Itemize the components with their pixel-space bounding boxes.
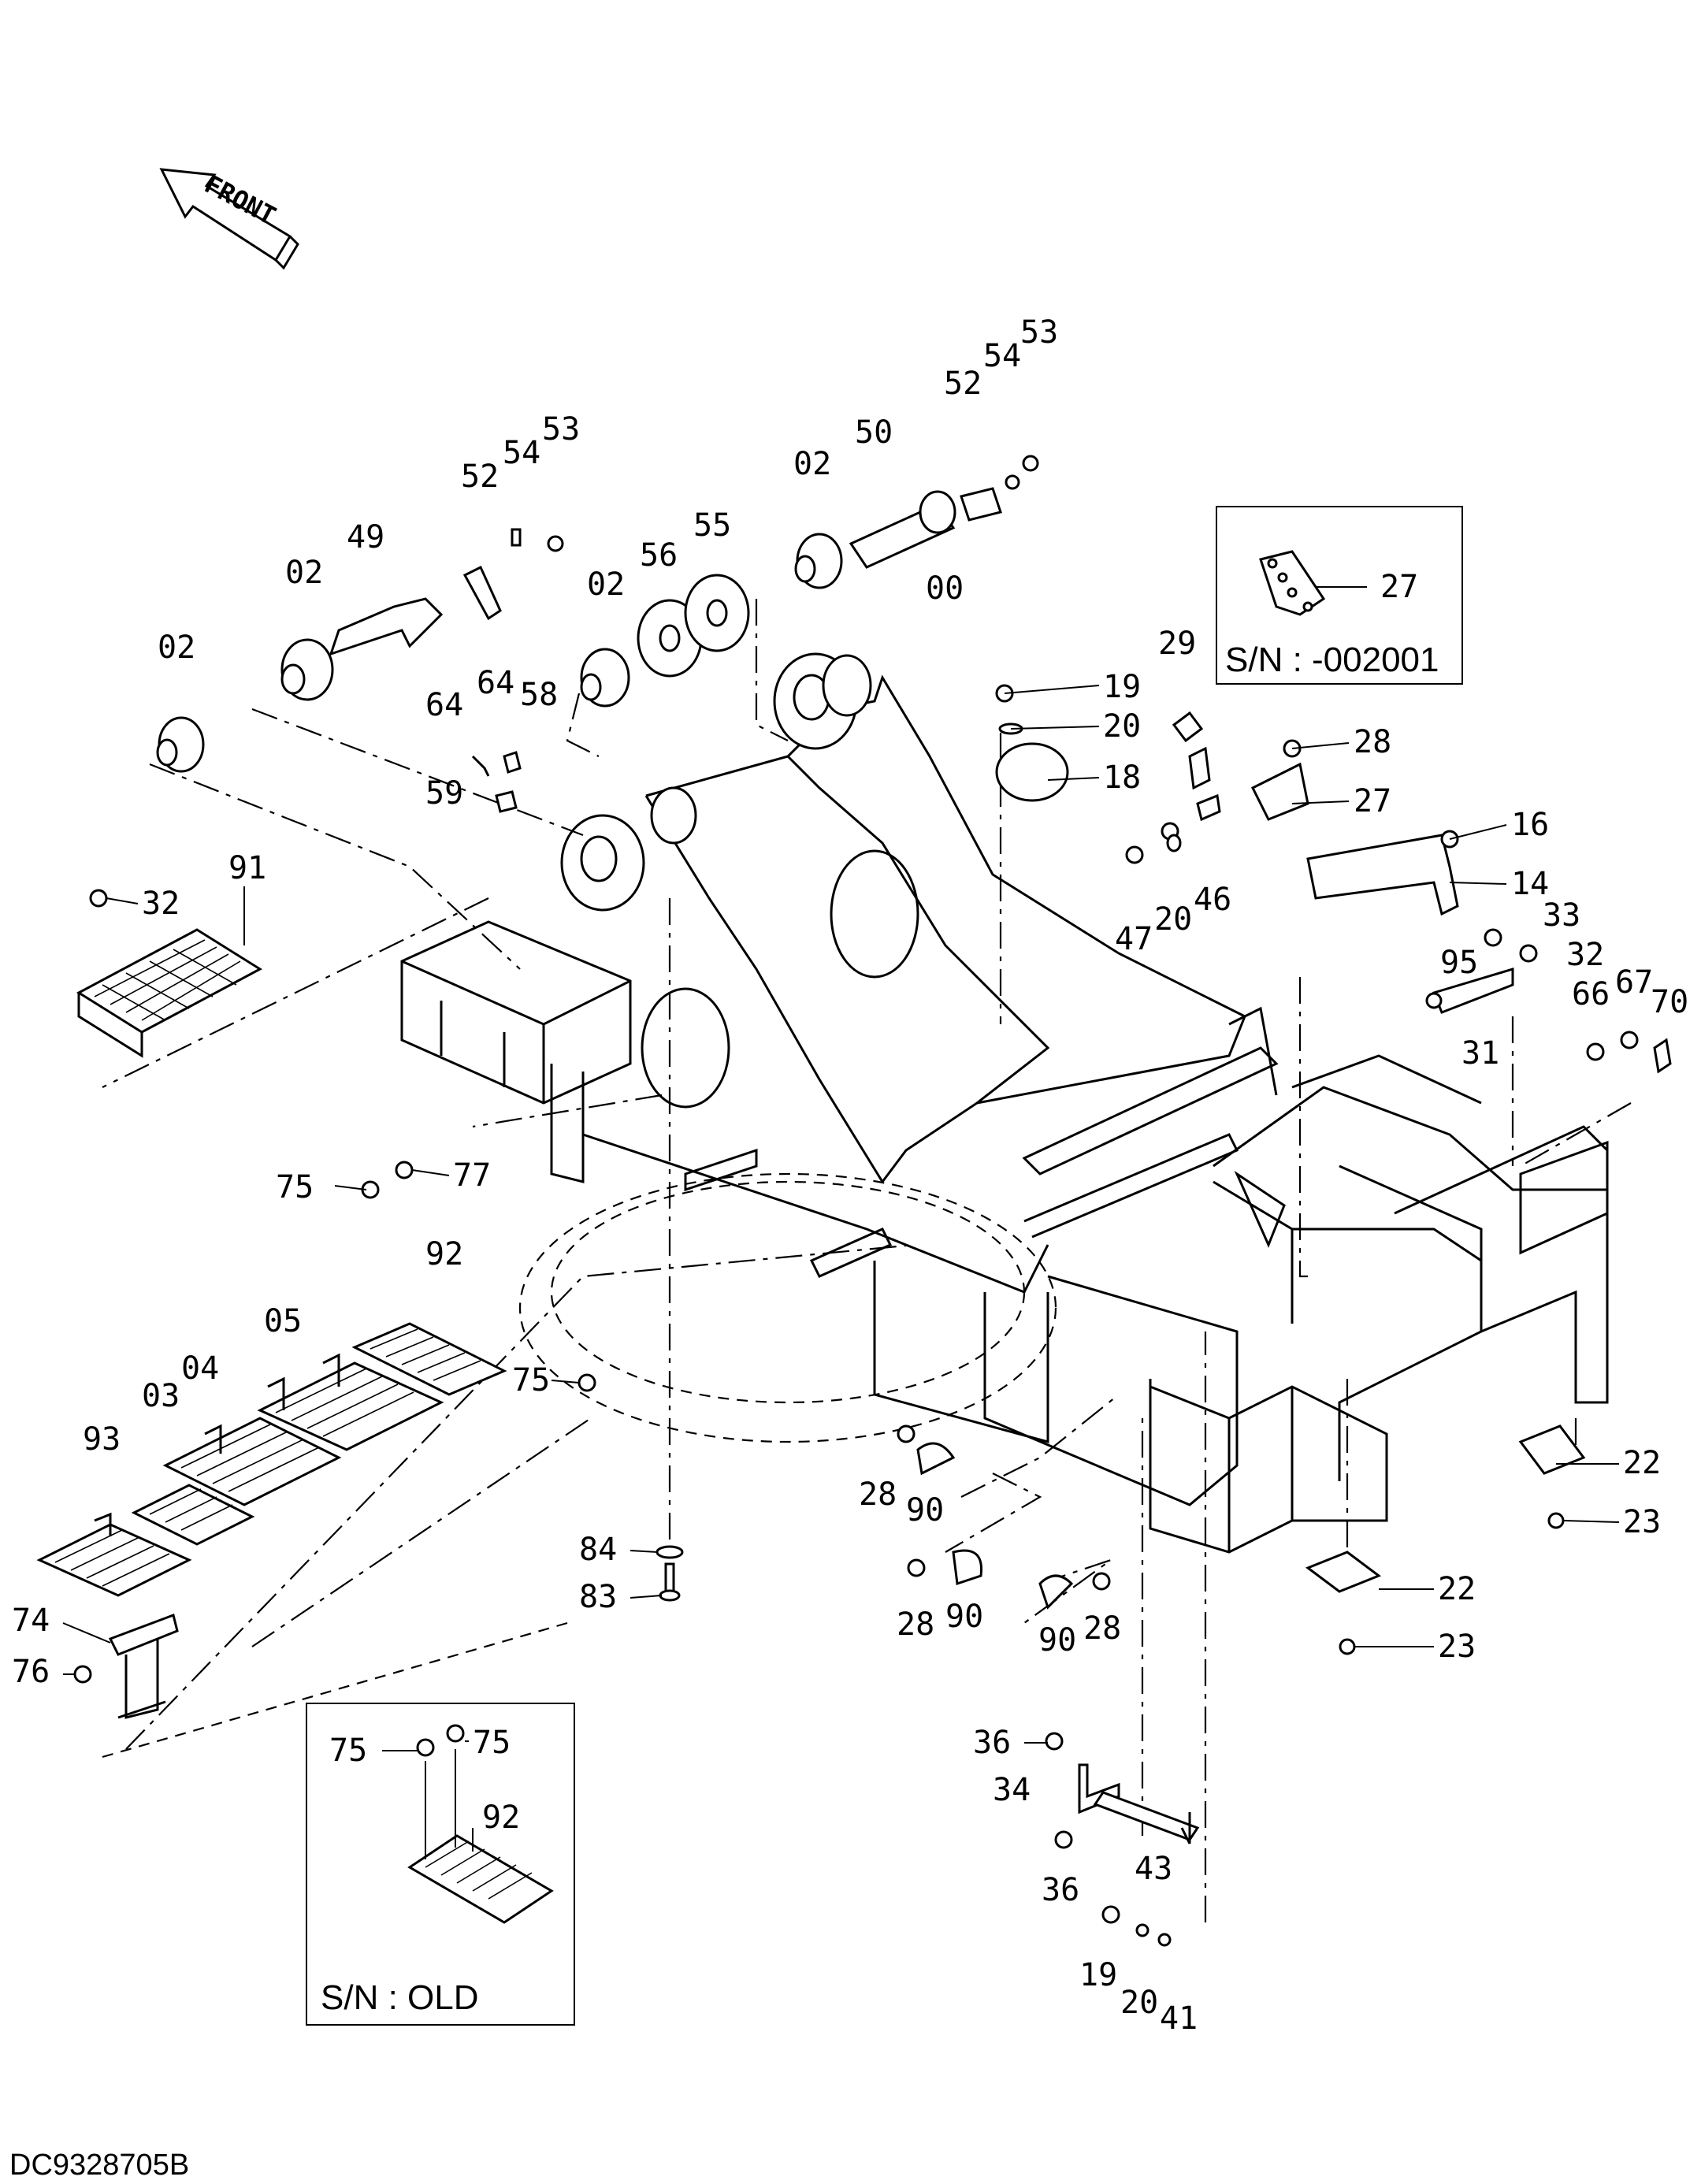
inset-sn-old: S/N : OLD (306, 1703, 575, 2026)
callout-43: 43 (1135, 1851, 1172, 1887)
callout-36: 36 (973, 1725, 1011, 1761)
callout-54: 54 (503, 435, 540, 471)
callout-20: 20 (1154, 901, 1192, 938)
callout-16: 16 (1511, 807, 1549, 843)
callout-02: 02 (285, 555, 323, 591)
callout-54: 54 (983, 338, 1021, 374)
callout-32: 32 (142, 886, 180, 922)
callout-27-inset: 27 (1380, 569, 1418, 605)
callout-32: 32 (1566, 937, 1604, 973)
callout-56: 56 (640, 537, 678, 574)
callout-00: 00 (926, 570, 964, 607)
callout-28: 28 (1083, 1610, 1121, 1647)
callout-93: 93 (83, 1421, 121, 1458)
callout-05: 05 (264, 1303, 302, 1339)
callout-83: 83 (579, 1579, 617, 1615)
front-label: FRONT (199, 169, 280, 231)
pin-assembly-right (794, 455, 1039, 589)
front-arrow: FRONT (159, 168, 299, 270)
callout-90: 90 (906, 1492, 944, 1528)
inset-sn-label-bottom: S/N : OLD (321, 1978, 479, 2017)
callout-14: 14 (1511, 866, 1549, 902)
step-92 (351, 1161, 596, 1396)
callout-75: 75 (329, 1733, 367, 1769)
callout-28: 28 (897, 1606, 934, 1643)
callout-53: 53 (1020, 314, 1058, 351)
step-04 (162, 1417, 342, 1506)
callout-27: 27 (1354, 783, 1391, 819)
callout-92: 92 (425, 1236, 463, 1272)
callout-34: 34 (993, 1772, 1031, 1808)
callout-76: 76 (12, 1654, 50, 1690)
callout-19: 19 (1103, 669, 1141, 705)
callout-75: 75 (512, 1362, 550, 1398)
leader-lines (102, 599, 1632, 1922)
inset-sn-label-top: S/N : -002001 (1225, 641, 1439, 679)
inset-sn-002001: S/N : -002001 (1216, 506, 1463, 685)
callout-53: 53 (542, 411, 580, 448)
bracket-74 (73, 1614, 179, 1719)
callout-20: 20 (1103, 708, 1141, 745)
callout-59: 59 (425, 775, 463, 812)
callout-29: 29 (1158, 626, 1196, 662)
callout-55: 55 (693, 507, 731, 544)
callout-02: 02 (158, 630, 195, 666)
callout-36: 36 (1042, 1872, 1079, 1908)
callout-77: 77 (453, 1157, 491, 1194)
callout-22: 22 (1623, 1445, 1661, 1481)
callout-47: 47 (1115, 921, 1153, 957)
callout-66: 66 (1572, 976, 1610, 1012)
callout-75: 75 (473, 1725, 511, 1761)
callout-labels: 53 54 52 53 54 52 50 02 49 02 02 56 55 0… (12, 314, 1688, 2037)
callout-74: 74 (12, 1603, 50, 1639)
callout-leaders (62, 685, 1620, 1751)
callout-41: 41 (1160, 2000, 1198, 2037)
step-05 (257, 1353, 444, 1451)
callout-90: 90 (1038, 1622, 1076, 1658)
small-parts-top (471, 684, 1672, 1074)
callout-50: 50 (855, 414, 893, 451)
callout-31: 31 (1461, 1035, 1499, 1072)
callout-02: 02 (793, 446, 831, 482)
callout-23: 23 (1623, 1504, 1661, 1540)
callout-28: 28 (1354, 724, 1391, 760)
revolving-frame (400, 652, 1609, 1554)
callout-04: 04 (181, 1350, 219, 1387)
callout-70: 70 (1651, 984, 1688, 1020)
callout-19: 19 (1079, 1957, 1117, 1993)
callout-64b: 64 (425, 687, 463, 723)
callout-22: 22 (1438, 1571, 1476, 1607)
lower-parts (656, 1424, 1586, 1947)
callout-91: 91 (228, 850, 266, 886)
step-93 (36, 1512, 192, 1597)
callout-23: 23 (1438, 1629, 1476, 1665)
callout-95: 95 (1440, 945, 1478, 981)
callout-03: 03 (142, 1378, 180, 1414)
callout-58: 58 (520, 677, 558, 713)
step-03 (131, 1484, 255, 1546)
callout-75: 75 (276, 1169, 314, 1205)
callout-18: 18 (1103, 760, 1141, 796)
step-91 (76, 889, 262, 1058)
callout-92: 92 (482, 1800, 520, 1836)
callout-46: 46 (1194, 882, 1231, 918)
callout-28: 28 (859, 1476, 897, 1513)
drawing-code: DC9328705B (9, 2149, 189, 2182)
callout-02: 02 (587, 566, 625, 603)
callout-33: 33 (1543, 897, 1580, 934)
pin-assembly-left (156, 528, 750, 773)
callout-84: 84 (579, 1532, 617, 1568)
callout-20: 20 (1120, 1985, 1158, 2021)
callout-90: 90 (945, 1599, 983, 1635)
callout-64: 64 (477, 665, 514, 701)
callout-52: 52 (461, 459, 499, 495)
callout-49: 49 (347, 519, 384, 555)
callout-67: 67 (1615, 964, 1653, 1001)
callout-52: 52 (944, 366, 982, 402)
